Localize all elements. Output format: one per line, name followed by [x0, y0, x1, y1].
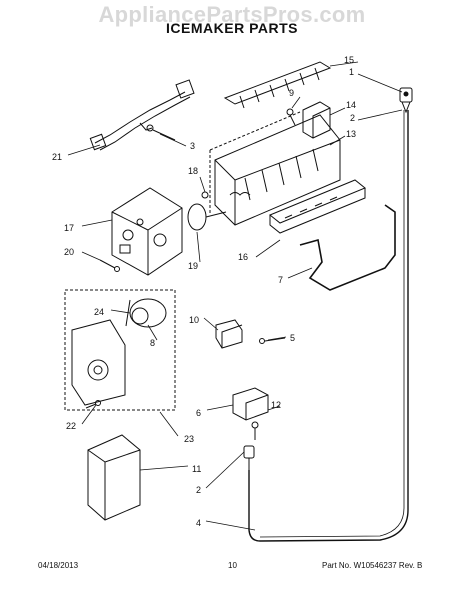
callout-16: 16 — [238, 252, 248, 262]
fill-tube-fitting — [399, 87, 413, 114]
ejector-stripper — [223, 61, 332, 109]
callout-19: 19 — [188, 261, 198, 271]
callout-17: 17 — [64, 223, 74, 233]
footer-page-number: 10 — [228, 561, 237, 570]
cover-11 — [87, 434, 141, 521]
inlet-fitting — [243, 445, 255, 470]
callout-8: 8 — [150, 338, 155, 348]
heater-channel — [269, 179, 366, 234]
callout-15: 15 — [344, 55, 354, 65]
motor-19 — [187, 191, 227, 231]
screw-9 — [286, 108, 296, 126]
callout-22: 22 — [66, 421, 76, 431]
mounting-plate — [71, 319, 126, 406]
callout-7: 7 — [278, 275, 283, 285]
callout-23: 23 — [184, 434, 194, 444]
callout-6: 6 — [196, 408, 201, 418]
screw-20 — [99, 259, 120, 272]
callout-5: 5 — [290, 333, 295, 343]
water-valve — [232, 387, 269, 440]
watermark: AppliancePartsPros.com — [98, 2, 366, 27]
callout-10: 10 — [189, 315, 199, 325]
callout-18: 18 — [188, 166, 198, 176]
callout-14: 14 — [346, 100, 356, 110]
screw-5 — [259, 337, 286, 344]
shutoff-arm-holder — [302, 101, 331, 139]
callout-24: 24 — [94, 307, 104, 317]
callout-3: 3 — [190, 141, 195, 151]
screw-3 — [146, 124, 176, 141]
footer-date: 04/18/2013 — [38, 561, 79, 570]
motor-assembly-boundary — [64, 289, 176, 411]
callout-1: 1 — [349, 67, 354, 77]
mold-assembly-boundary — [209, 111, 341, 215]
icemaker-mold — [214, 114, 341, 226]
wire-harness — [89, 79, 195, 151]
callout-9: 9 — [289, 88, 294, 98]
callout-11: 11 — [192, 464, 201, 474]
callout-2a: 2 — [350, 113, 355, 123]
control-housing — [111, 187, 183, 276]
bracket-10 — [215, 319, 243, 349]
leader-lines — [67, 61, 403, 531]
footer-part-number: Part No. W10546237 Rev. B — [322, 561, 423, 570]
diagram-title: ICEMAKER PARTS — [166, 20, 298, 36]
callout-12: 12 — [271, 400, 281, 410]
motor-8 — [125, 298, 167, 328]
callout-2b: 2 — [196, 485, 201, 495]
callout-21: 21 — [52, 152, 62, 162]
callout-20: 20 — [64, 247, 74, 257]
shutoff-arm — [299, 204, 396, 291]
callout-4: 4 — [196, 518, 201, 528]
water-tube — [248, 110, 409, 542]
callout-13: 13 — [346, 129, 356, 139]
screw-22 — [85, 400, 101, 409]
